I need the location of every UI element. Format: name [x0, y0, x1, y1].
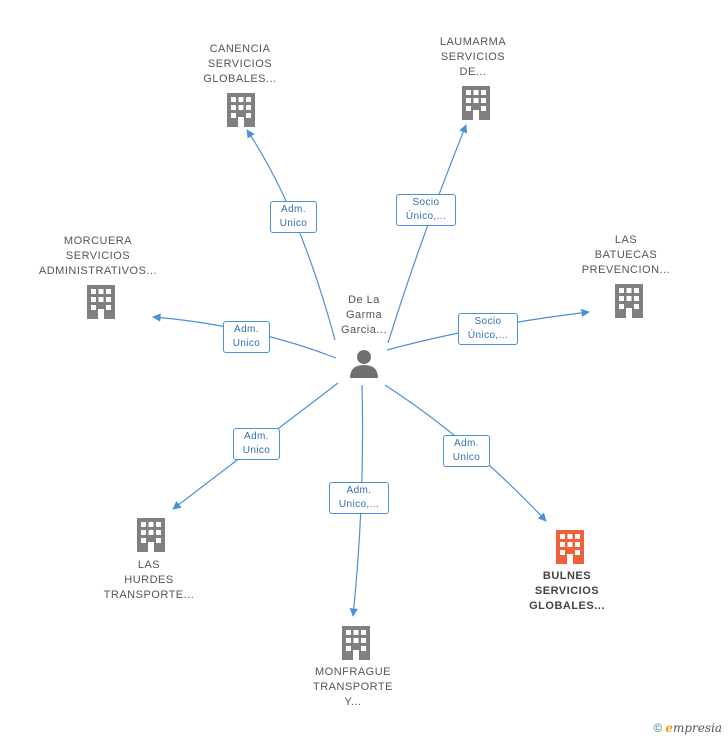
building-icon	[227, 93, 255, 127]
footer-brand[interactable]: © empresia	[653, 721, 722, 735]
edge-label-hurdes: Adm. Unico	[233, 428, 280, 460]
building-icon	[342, 626, 370, 660]
center-person-label[interactable]: De La Garma Garcia...	[340, 294, 388, 336]
node-hurdes-label[interactable]: LAS HURDES TRANSPORTE...	[103, 559, 195, 601]
edge-label-bulnes: Adm. Unico	[443, 435, 490, 467]
building-icon	[87, 285, 115, 319]
building-icon	[462, 86, 490, 120]
person-icon	[350, 350, 378, 378]
node-monfrague-label[interactable]: MONFRAGUE TRANSPORTE Y...	[313, 666, 393, 708]
edge-label-monfrague: Adm. Unico,...	[329, 482, 389, 514]
edge-label-canencia: Adm. Unico	[270, 201, 317, 233]
edge-label-batuecas: Socio Único,...	[458, 313, 518, 345]
node-batuecas-label[interactable]: LAS BATUECAS PREVENCION...	[581, 234, 671, 276]
building-icon	[615, 284, 643, 318]
edge-canencia	[246, 129, 336, 341]
edge-laumarma	[387, 124, 468, 344]
node-morcuera-label[interactable]: MORCUERA SERVICIOS ADMINISTRATIVOS...	[38, 235, 158, 277]
node-bulnes-label[interactable]: BULNES SERVICIOS GLOBALES...	[529, 570, 605, 612]
building-icon-highlight	[556, 530, 584, 564]
node-laumarma-label[interactable]: LAUMARMA SERVICIOS DE...	[439, 36, 507, 78]
node-canencia-label[interactable]: CANENCIA SERVICIOS GLOBALES...	[203, 43, 277, 85]
edge-label-morcuera: Adm. Unico	[223, 321, 270, 353]
copyright-icon: ©	[653, 721, 663, 735]
edge-label-laumarma: Socio Único,...	[396, 194, 456, 226]
building-icon	[137, 518, 165, 552]
brand-logo: empresia	[665, 721, 722, 735]
